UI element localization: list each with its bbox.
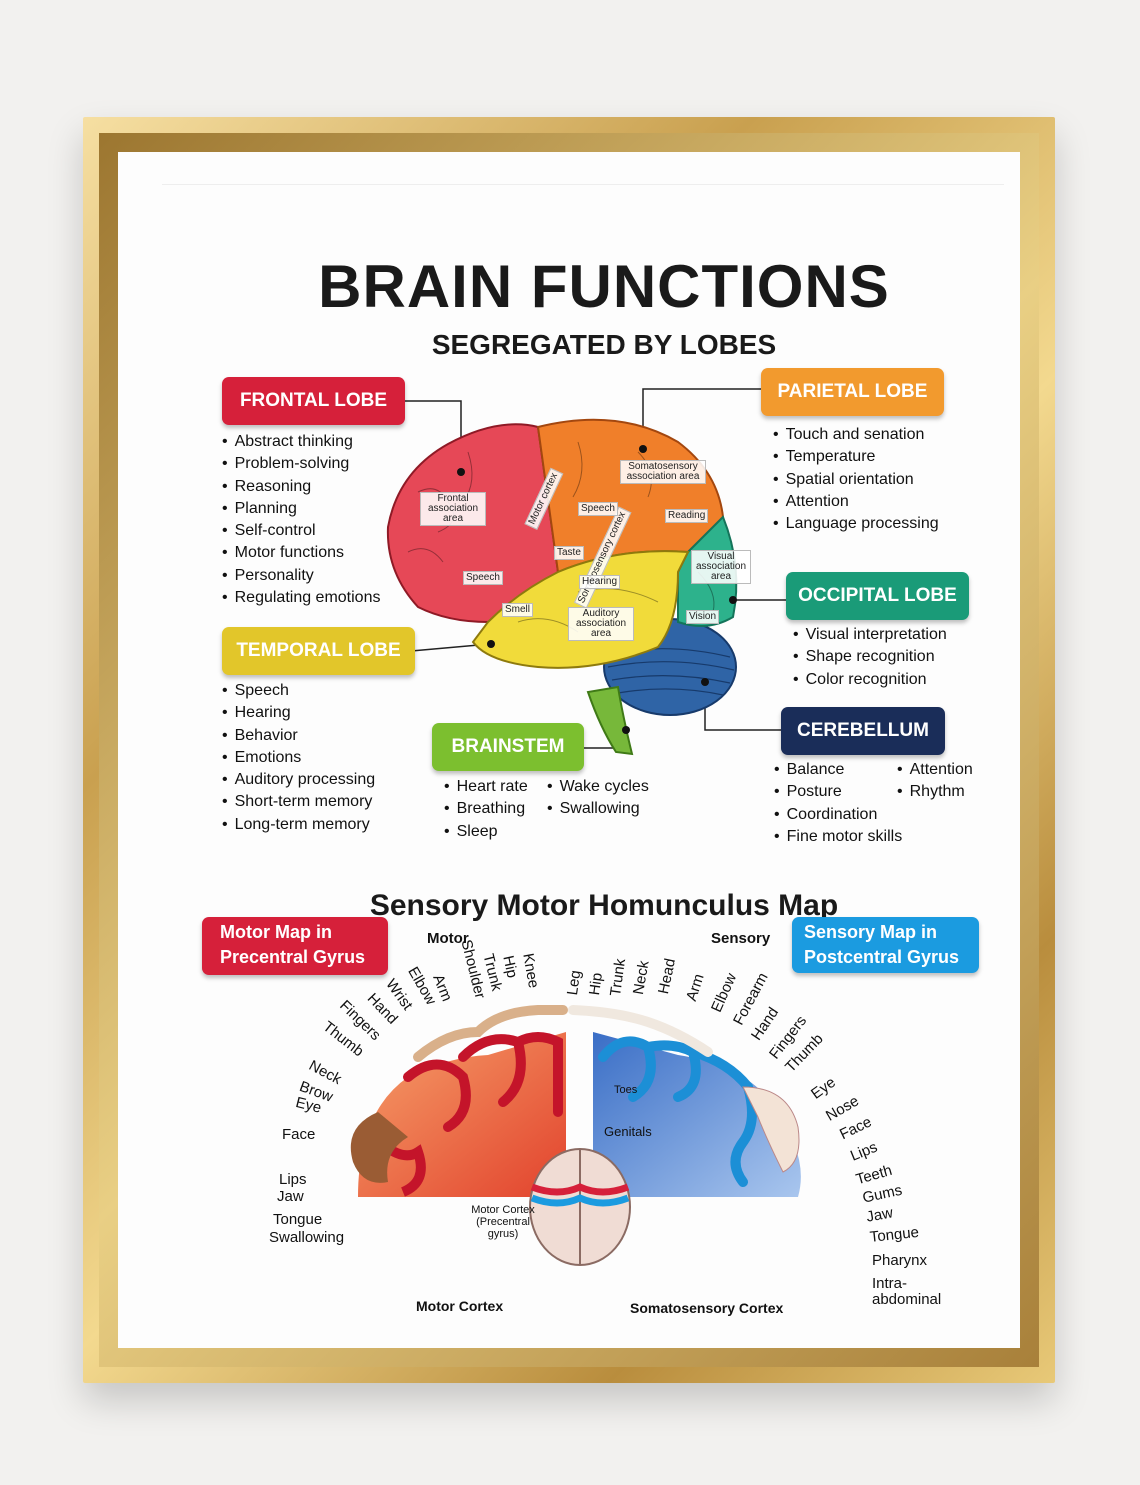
temporal-lobe-list: Speech Hearing Behavior Emotions Auditor… (222, 680, 376, 836)
motor-limb (413, 1005, 568, 1062)
list-item: Temperature (773, 446, 939, 468)
frontal-lobe-label: FRONTAL LOBE (222, 377, 405, 425)
sensory-heading: Sensory (711, 930, 771, 947)
list-item: Swallowing (547, 798, 649, 820)
list-item: Attention (773, 491, 939, 513)
gold-frame: BRAIN FUNCTIONS SEGREGATED BY LOBES (83, 117, 1055, 1383)
motor-label-jaw: Jaw (277, 1188, 304, 1205)
list-item: Reasoning (222, 476, 380, 498)
motor-label-lips: Lips (279, 1171, 307, 1188)
motor-label-tongue: Tongue (273, 1211, 323, 1228)
homunculus-title: Sensory Motor Homunculus Map (369, 889, 839, 922)
list-item: Rhythm (897, 781, 973, 803)
list-item: Posture (774, 781, 902, 803)
cerebellum-list-right: Attention Rhythm (897, 759, 973, 804)
list-item: Short-term memory (222, 791, 375, 813)
list-item: Touch and senation (773, 424, 939, 446)
poster-subtitle: SEGREGATED BY LOBES (431, 329, 777, 360)
sensory-label-leg: Leg (564, 969, 585, 997)
list-item: Problem-solving (222, 453, 380, 475)
sensory-map-label: Sensory Map in Postcentral Gyrus (792, 917, 979, 973)
list-item: Attention (897, 759, 973, 781)
list-item: Motor functions (222, 542, 380, 564)
sensory-label-intra-abdominal: Intra-abdominal (872, 1275, 942, 1308)
motor-face (350, 1112, 408, 1183)
list-item: Self-control (222, 520, 380, 542)
toes-label: Toes (614, 1084, 638, 1096)
list-item: Long-term memory (222, 814, 375, 836)
motor-label-face: Face (282, 1126, 316, 1143)
sensory-label-hip: Hip (586, 971, 606, 997)
list-item: Abstract thinking (222, 431, 380, 453)
top-rule (162, 184, 1004, 185)
motor-label-swallowing: Swallowing (269, 1229, 345, 1246)
tag-hearing: Hearing (579, 575, 621, 589)
tag-taste: Taste (554, 546, 584, 560)
poster-title: BRAIN FUNCTIONS (318, 253, 890, 320)
poster-paper: BRAIN FUNCTIONS SEGREGATED BY LOBES (118, 152, 1020, 1348)
frame-bevel: BRAIN FUNCTIONS SEGREGATED BY LOBES (99, 133, 1039, 1367)
brainstem-label: BRAINSTEM (432, 723, 584, 771)
list-item: Wake cycles (547, 776, 649, 798)
parietal-lobe-list: Touch and senation Temperature Spatial o… (773, 424, 939, 535)
motor-heading: Motor (427, 930, 469, 947)
sensory-face (742, 1086, 800, 1173)
tag-visual-assoc: Visual association area (691, 550, 751, 584)
list-item: Regulating emotions (222, 587, 381, 609)
list-item: Balance (774, 759, 902, 781)
tag-speech-top: Speech (578, 502, 618, 516)
list-item: Speech (222, 680, 375, 702)
tag-frontal-assoc: Frontal association area (420, 492, 486, 526)
tag-vision: Vision (686, 610, 720, 624)
cerebellum-list-left: Balance Posture Coordination Fine motor … (774, 759, 903, 848)
list-item: Heart rate (444, 776, 528, 798)
tag-auditory-assoc: Auditory association area (568, 607, 634, 641)
tag-reading: Reading (665, 509, 709, 523)
brainstem-list-left: Heart rate Breathing Sleep (444, 776, 528, 843)
brainstem-shape (586, 685, 634, 756)
list-item: Spatial orientation (773, 469, 939, 491)
list-item: Fine motor skills (774, 826, 903, 848)
list-item: Language processing (773, 513, 939, 535)
tag-speech-low: Speech (463, 571, 503, 585)
temporal-lobe-label: TEMPORAL LOBE (222, 627, 415, 675)
list-item: Coordination (774, 804, 902, 826)
list-item: Breathing (444, 798, 528, 820)
list-item: Planning (222, 498, 380, 520)
parietal-lobe-label: PARIETAL LOBE (761, 368, 944, 416)
list-item: Emotions (222, 747, 375, 769)
list-item: Shape recognition (793, 646, 947, 668)
occipital-lobe-label: OCCIPITAL LOBE (786, 572, 969, 620)
tag-smell: Smell (502, 603, 534, 617)
sensory-label-pharynx: Pharynx (872, 1252, 928, 1269)
tag-somato-assoc: Somatosensory association area (620, 460, 706, 484)
list-item: Hearing (222, 702, 375, 724)
cerebellum-label: CEREBELLUM (781, 707, 945, 755)
list-item: Personality (222, 565, 380, 587)
occipital-lobe-list: Visual interpretation Shape recognition … (793, 624, 947, 691)
frontal-lobe-list: Abstract thinking Problem-solving Reason… (222, 431, 381, 609)
homunculus-illustration (350, 1005, 801, 1266)
motor-cortex-caption: Motor Cortex (416, 1298, 504, 1314)
list-item: Visual interpretation (793, 624, 947, 646)
brainstem-list-right: Wake cycles Swallowing (547, 776, 649, 821)
list-item: Behavior (222, 725, 375, 747)
motor-map-label: Motor Map in Precentral Gyrus (202, 917, 388, 975)
somatosensory-cortex-caption: Somatosensory Cortex (630, 1300, 784, 1316)
list-item: Sleep (444, 821, 528, 843)
genitals-label: Genitals (604, 1124, 652, 1139)
list-item: Color recognition (793, 669, 947, 691)
motor-cortex-note: Motor Cortex (Precentral gyrus) (471, 1204, 535, 1240)
list-item: Auditory processing (222, 769, 376, 791)
sensory-limb (568, 1005, 713, 1057)
